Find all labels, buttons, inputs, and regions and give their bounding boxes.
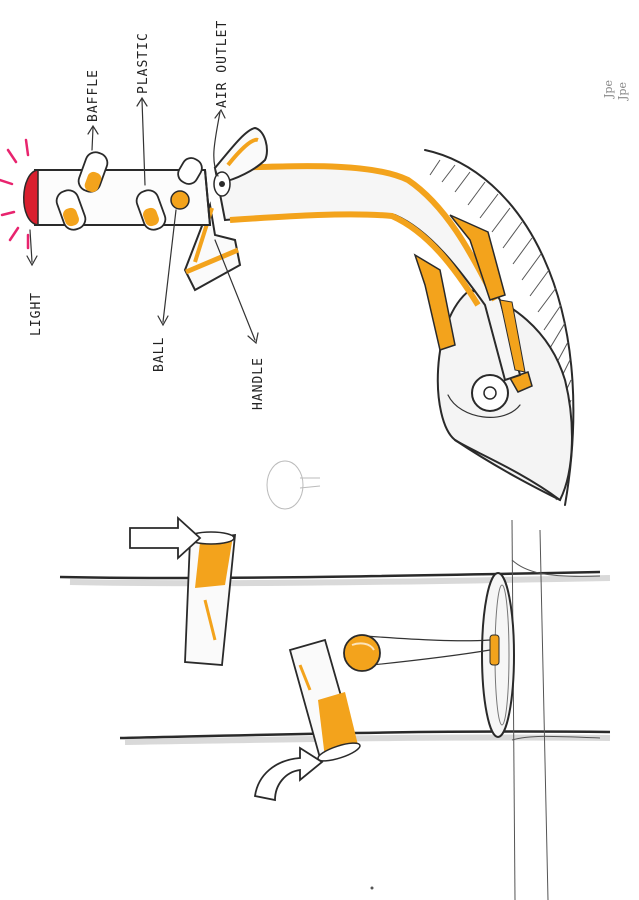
label-ball: BALL xyxy=(152,337,167,372)
light-lens xyxy=(23,169,39,226)
section-view xyxy=(59,515,611,900)
top-rod xyxy=(184,531,237,666)
floating-ball xyxy=(343,634,381,672)
label-handle: HANDLE xyxy=(251,357,266,410)
light-rays xyxy=(0,138,30,250)
signature-line-2: Jpe xyxy=(616,82,629,101)
air-nozzle xyxy=(489,634,500,666)
device-base xyxy=(436,288,573,502)
label-baffle: BAFFLE xyxy=(86,69,101,122)
device-tube xyxy=(34,151,231,231)
device-arm xyxy=(213,163,526,382)
return-arrow xyxy=(253,746,324,802)
ball xyxy=(170,190,190,210)
signature-line-1: Jpe xyxy=(602,80,615,99)
light-assembly xyxy=(0,138,39,250)
signature: Jpe Jpe xyxy=(602,80,629,101)
label-light: LIGHT xyxy=(29,292,44,336)
label-air-outlet: AIR OUTLET xyxy=(215,20,230,108)
push-arrow xyxy=(129,515,202,561)
label-plastic: PLASTIC xyxy=(136,32,151,94)
plastic-upper xyxy=(177,157,203,185)
label-leaders xyxy=(26,96,259,345)
ghost-sketch xyxy=(266,460,321,510)
bottom-rod xyxy=(288,638,361,762)
